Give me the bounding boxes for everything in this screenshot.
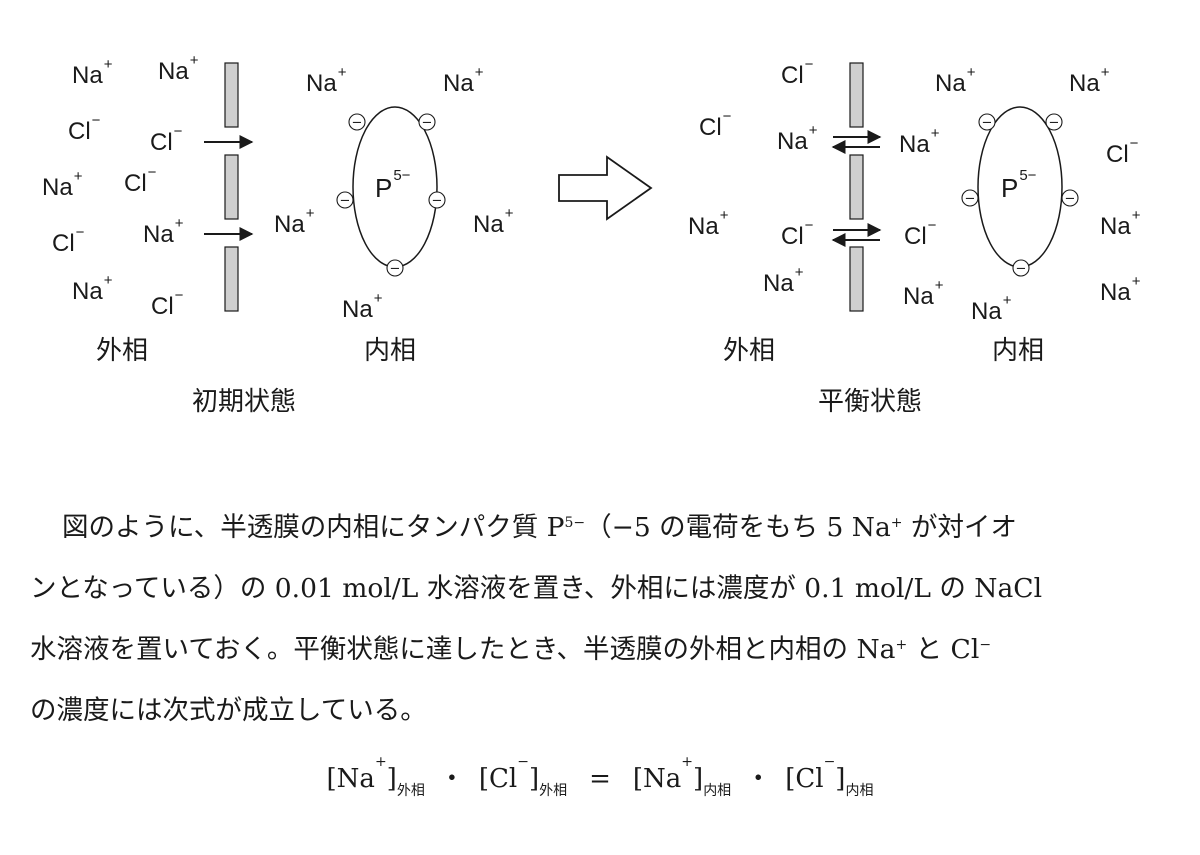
- product-dot: ・: [438, 764, 465, 794]
- ion: Na+: [763, 264, 804, 297]
- ion: Na+: [72, 56, 113, 89]
- equilibrium-state-caption: 平衡状態: [818, 387, 923, 417]
- transition-arrow-icon: [558, 155, 653, 221]
- ion: Na+: [42, 168, 83, 201]
- ion: Cl−: [781, 217, 814, 250]
- membrane-equilibrium: [849, 62, 864, 312]
- outer-phase-label: 外相: [96, 336, 149, 366]
- arrows-cl-equilibrium: [831, 223, 882, 247]
- minus-charges-initial: [336, 113, 446, 277]
- inner-phase-label: 内相: [992, 336, 1045, 366]
- ion: Na+: [158, 52, 199, 85]
- ion: Na+: [777, 122, 818, 155]
- protein-label-equilibrium: P5−: [1001, 167, 1037, 203]
- product-dot: ・: [745, 764, 772, 794]
- ion: Cl−: [150, 123, 183, 156]
- initial-state-caption: 初期状態: [192, 387, 297, 417]
- svg-text:−: −: [1016, 262, 1027, 277]
- na-outer-term: [Na+]外相: [326, 754, 425, 799]
- protein-label-initial: P5−: [375, 167, 411, 203]
- svg-text:−: −: [352, 116, 363, 131]
- svg-text:−: −: [982, 116, 993, 131]
- figure-graphics: − − − − − − − − − −: [204, 62, 1079, 312]
- ion: Na+: [688, 207, 729, 240]
- minus-glyphs: − − − − − − − − − −: [340, 116, 1076, 277]
- ion: Na+: [274, 205, 315, 238]
- ion: Na+: [443, 64, 484, 97]
- ion: Na+: [306, 64, 347, 97]
- membrane-initial: [224, 62, 239, 312]
- ion: Cl−: [699, 108, 732, 141]
- ion: Na+: [903, 277, 944, 310]
- ion: Cl−: [781, 56, 814, 89]
- outer-phase-label: 外相: [723, 336, 776, 366]
- ion: Na+: [342, 290, 383, 323]
- ion: Na+: [473, 205, 514, 238]
- paragraph-line-4: の濃度には次式が成立している。: [30, 695, 427, 726]
- paragraph-line-3: 水溶液を置いておく。平衡状態に達したとき、半透膜の外相と内相の Na+ と Cl…: [30, 634, 992, 665]
- ion: Cl−: [52, 224, 85, 257]
- paragraph-line-2: ンとなっている）の 0.01 mol/L 水溶液を置き、外相には濃度が 0.1 …: [30, 573, 1043, 604]
- inner-phase-label: 内相: [364, 336, 417, 366]
- svg-text:−: −: [1065, 192, 1076, 207]
- ion: Cl−: [1106, 135, 1139, 168]
- ion: Na+: [72, 272, 113, 305]
- cl-outer-term: [Cl−]外相: [478, 754, 568, 799]
- ion: Na+: [143, 215, 184, 248]
- membrane-figure: − − − − − − − − − − Na+ Na+ Cl− Cl− Na+ …: [42, 52, 1141, 417]
- paragraph-line-1: 図のように、半透膜の内相にタンパク質 P5−（−5 の電荷をもち 5 Na+ が…: [62, 512, 1017, 543]
- minus-charges-equilibrium: [961, 113, 1079, 277]
- arrows-na-equilibrium: [831, 130, 882, 154]
- ion: Cl−: [124, 164, 157, 197]
- ion: Na+: [935, 64, 976, 97]
- svg-text:−: −: [1049, 116, 1060, 131]
- ion: Cl−: [904, 217, 937, 250]
- ion: Na+: [971, 292, 1012, 325]
- svg-text:−: −: [390, 262, 401, 277]
- ion: Cl−: [68, 112, 101, 145]
- svg-text:−: −: [340, 194, 351, 209]
- na-inner-term: [Na+]内相: [632, 754, 732, 799]
- donnan-equation: [Na+]外相・[Cl−]外相=[Na+]内相・[Cl−]内相: [0, 754, 1200, 799]
- ion: Na+: [1100, 207, 1141, 240]
- ion: Cl−: [151, 287, 184, 320]
- svg-text:−: −: [432, 194, 443, 209]
- ion: Na+: [1069, 64, 1110, 97]
- equals-sign: =: [589, 764, 611, 794]
- ion: Na+: [1100, 273, 1141, 306]
- svg-text:−: −: [965, 192, 976, 207]
- cl-inner-term: [Cl−]内相: [785, 754, 874, 799]
- svg-text:−: −: [422, 116, 433, 131]
- ion: Na+: [899, 125, 940, 158]
